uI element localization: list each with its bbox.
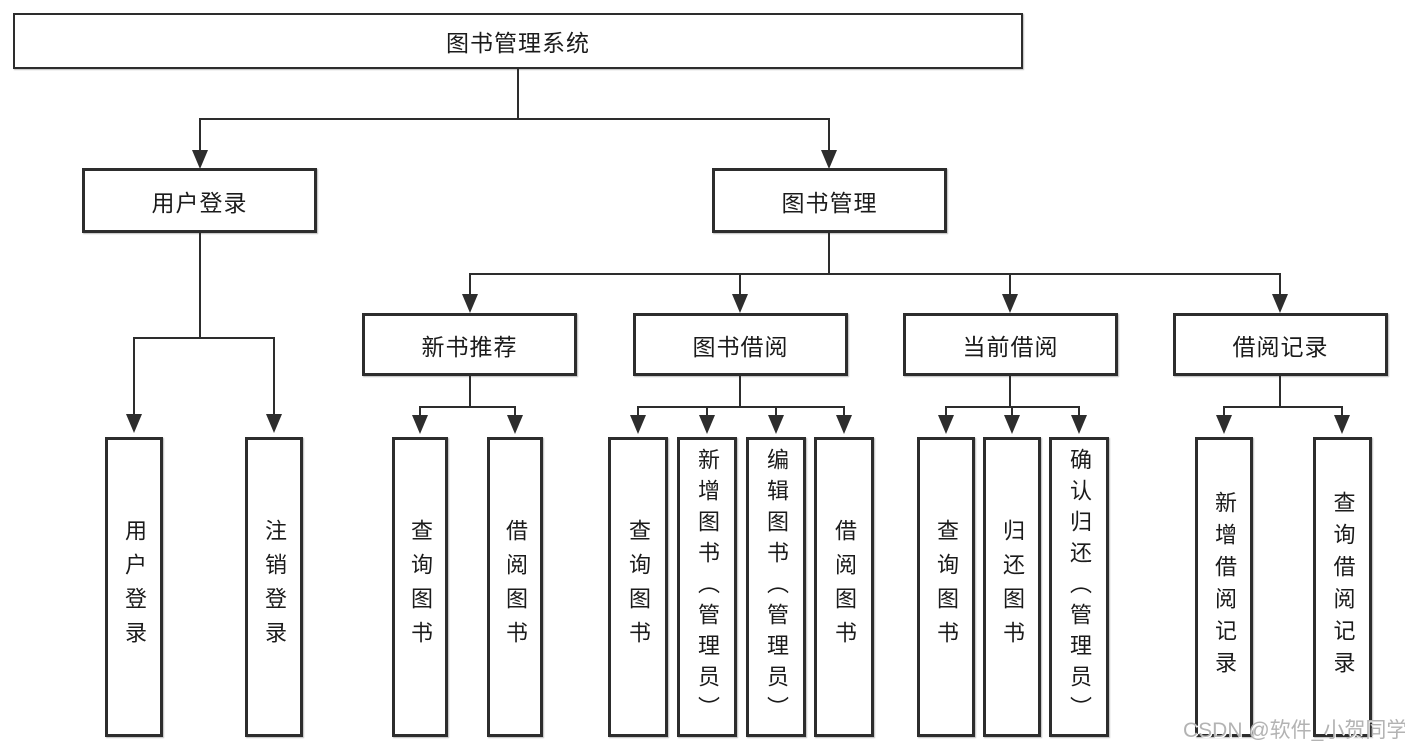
- arrow-down-icon: [1334, 415, 1350, 434]
- arrow-down-icon: [768, 415, 784, 434]
- arrow-down-icon: [192, 150, 208, 169]
- connector-line: [1341, 408, 1343, 415]
- leaf-box-query-books-3: 查询图书: [917, 437, 975, 737]
- connector-line: [419, 408, 421, 415]
- connector-line: [739, 376, 741, 406]
- leaf-label: 编辑图书（管理员）: [764, 447, 789, 727]
- arrow-down-icon: [836, 415, 852, 434]
- connector-line: [133, 339, 135, 414]
- connector-line: [1223, 406, 1343, 408]
- leaf-box-query-books-2: 查询图书: [608, 437, 668, 737]
- branch-label: 图书管理: [781, 189, 878, 216]
- connector-line: [469, 376, 471, 406]
- leaf-box-query-books-1: 查询图书: [392, 437, 448, 737]
- connector-line: [1279, 275, 1281, 294]
- section-label: 当前借阅: [962, 333, 1059, 360]
- root-box-system-title: 图书管理系统: [13, 13, 1023, 69]
- leaf-box-add-borrow-record: 新增借阅记录: [1195, 437, 1253, 737]
- arrow-down-icon: [266, 414, 282, 433]
- section-box-current-borrow: 当前借阅: [903, 313, 1118, 376]
- connector-line: [945, 408, 947, 415]
- watermark: CSDN @软件_小贺同学: [1183, 719, 1405, 742]
- connector-line: [1223, 408, 1225, 415]
- leaf-label: 归还图书: [1000, 519, 1025, 655]
- connector-line: [828, 120, 830, 150]
- leaf-label: 借阅图书: [503, 519, 528, 655]
- connector-line: [133, 337, 275, 339]
- arrow-down-icon: [462, 294, 478, 313]
- connector-line: [1078, 408, 1080, 415]
- connector-line: [199, 120, 201, 150]
- section-label: 借阅记录: [1232, 333, 1329, 360]
- connector-line: [637, 408, 639, 415]
- section-label: 图书借阅: [692, 333, 789, 360]
- leaf-box-query-borrow-record: 查询借阅记录: [1313, 437, 1372, 737]
- section-label: 新书推荐: [421, 333, 518, 360]
- connector-line: [517, 69, 519, 118]
- leaf-label: 新增图书（管理员）: [695, 447, 720, 727]
- arrow-down-icon: [507, 415, 523, 434]
- connector-line: [419, 406, 516, 408]
- connector-line: [199, 233, 201, 337]
- branch-box-user-login: 用户登录: [82, 168, 317, 233]
- leaf-label: 确认归还（管理员）: [1067, 447, 1092, 727]
- connector-line: [706, 408, 708, 415]
- arrow-down-icon: [732, 294, 748, 313]
- arrow-down-icon: [630, 415, 646, 434]
- arrow-down-icon: [412, 415, 428, 434]
- leaf-label: 查询图书: [934, 519, 959, 655]
- arrow-down-icon: [1272, 294, 1288, 313]
- arrow-down-icon: [1004, 415, 1020, 434]
- leaf-label: 查询图书: [408, 519, 433, 655]
- root-label: 图书管理系统: [446, 30, 590, 56]
- connector-line: [514, 408, 516, 415]
- connector-line: [1279, 376, 1281, 406]
- connector-line: [273, 339, 275, 414]
- connector-line: [843, 408, 845, 415]
- leaf-box-user-login: 用户登录: [105, 437, 163, 737]
- section-box-new-book-recommend: 新书推荐: [362, 313, 577, 376]
- leaf-label: 借阅图书: [832, 519, 857, 655]
- leaf-label: 查询图书: [626, 519, 651, 655]
- arrow-down-icon: [1216, 415, 1232, 434]
- section-box-book-borrow: 图书借阅: [633, 313, 848, 376]
- arrow-down-icon: [1002, 294, 1018, 313]
- leaf-box-return-books: 归还图书: [983, 437, 1041, 737]
- arrow-down-icon: [699, 415, 715, 434]
- connector-line: [469, 273, 1281, 275]
- connector-line: [775, 408, 777, 415]
- arrow-down-icon: [821, 150, 837, 169]
- leaf-box-confirm-return-admin: 确认归还（管理员）: [1049, 437, 1109, 737]
- leaf-label: 用户登录: [122, 519, 147, 655]
- arrow-down-icon: [1071, 415, 1087, 434]
- leaf-label: 新增借阅记录: [1212, 491, 1237, 683]
- connector-line: [739, 275, 741, 294]
- leaf-label: 注销登录: [262, 519, 287, 655]
- arrow-down-icon: [938, 415, 954, 434]
- connector-line: [469, 275, 471, 294]
- section-box-borrow-records: 借阅记录: [1173, 313, 1388, 376]
- arrow-down-icon: [126, 414, 142, 433]
- connector-line: [1009, 275, 1011, 294]
- connector-line: [1011, 408, 1013, 415]
- connector-line: [637, 406, 845, 408]
- connector-line: [1009, 376, 1011, 406]
- branch-box-book-management: 图书管理: [712, 168, 947, 233]
- leaf-box-edit-books-admin: 编辑图书（管理员）: [746, 437, 806, 737]
- connector-line: [945, 406, 1080, 408]
- leaf-box-borrow-books-1: 借阅图书: [487, 437, 543, 737]
- connector-line: [828, 233, 830, 273]
- leaf-box-add-books-admin: 新增图书（管理员）: [677, 437, 737, 737]
- connector-line: [199, 118, 830, 120]
- leaf-box-logout: 注销登录: [245, 437, 303, 737]
- branch-label: 用户登录: [151, 189, 248, 216]
- leaf-box-borrow-books-2: 借阅图书: [814, 437, 874, 737]
- leaf-label: 查询借阅记录: [1330, 491, 1356, 683]
